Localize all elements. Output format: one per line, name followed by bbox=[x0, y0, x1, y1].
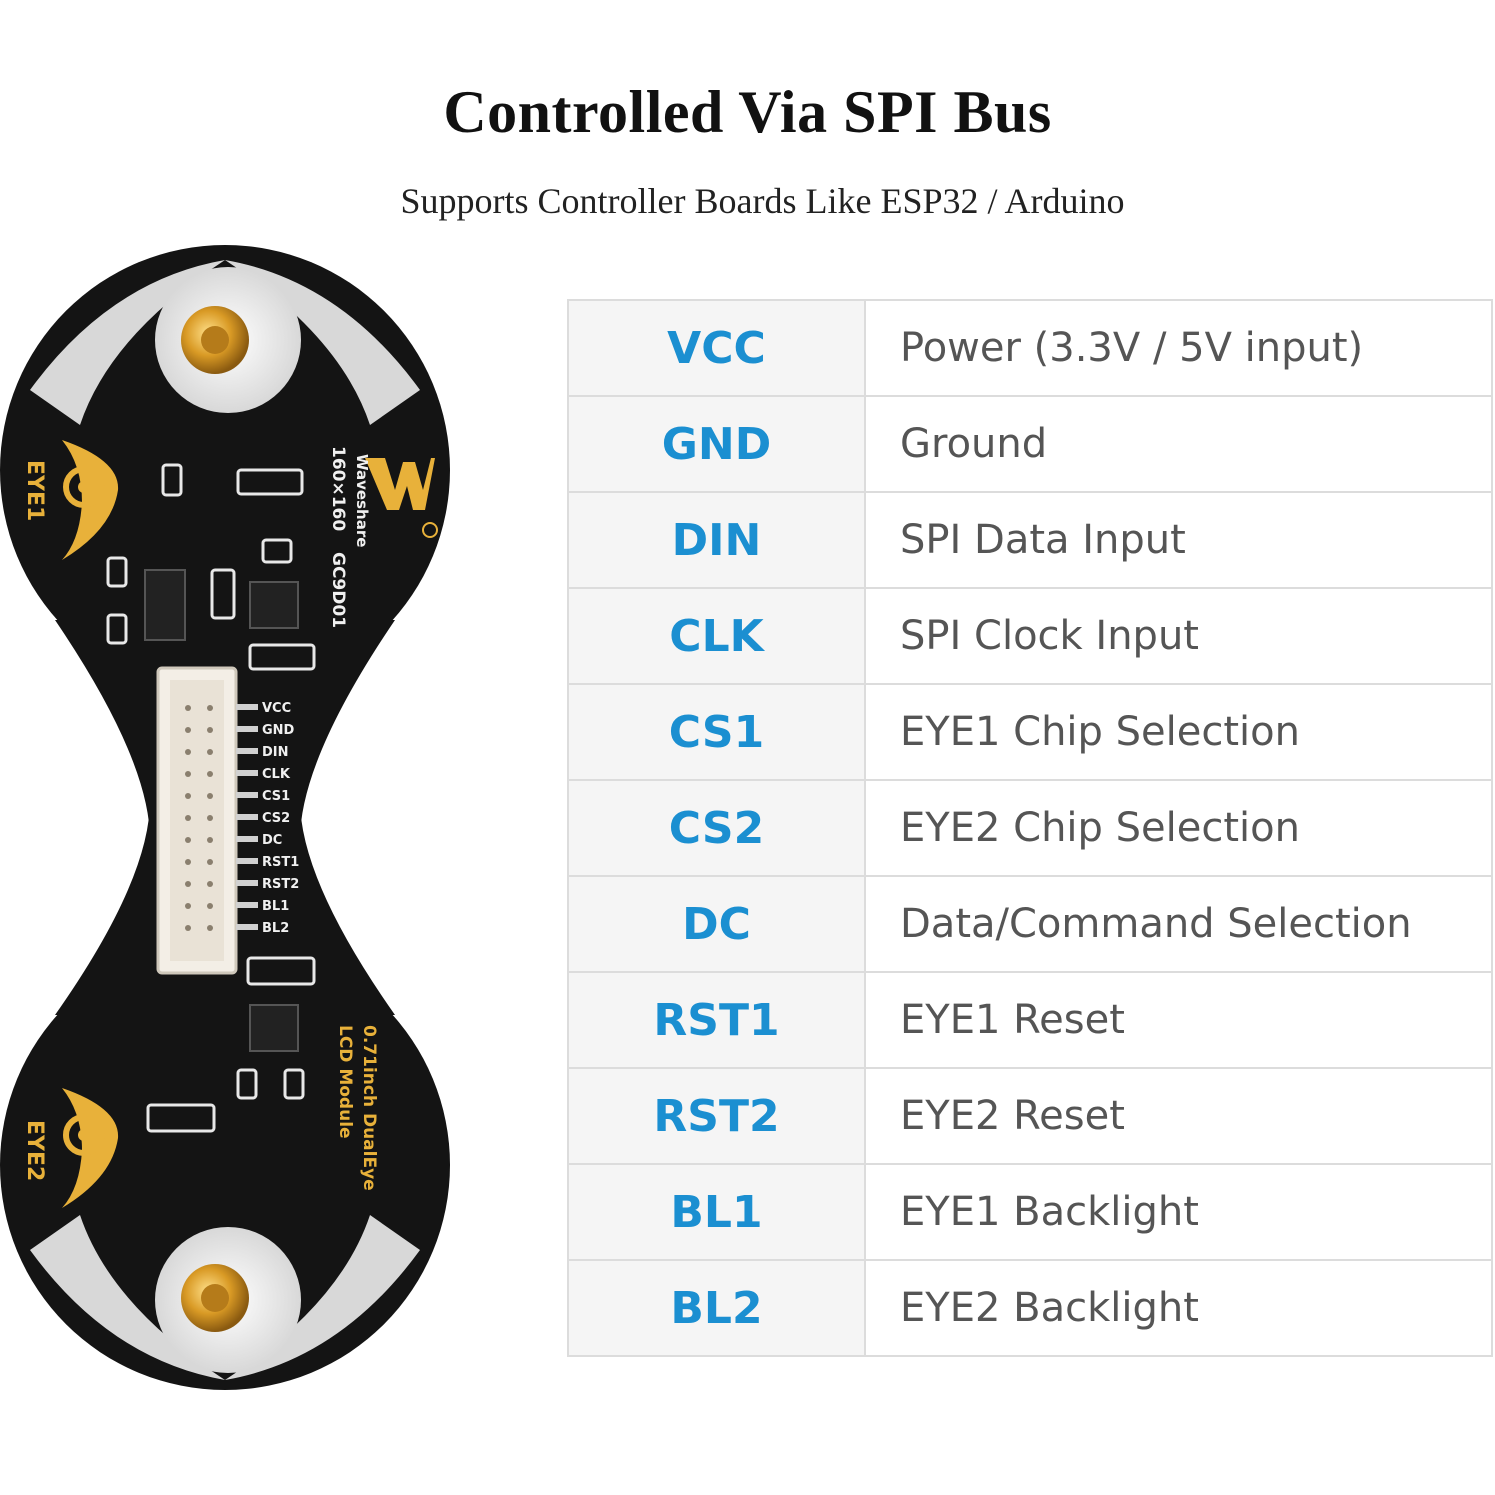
connector-pin-label: GND bbox=[262, 723, 295, 738]
brand-label: Waveshare bbox=[353, 454, 371, 547]
lcd-module-board: EYE1 EYE2 Waveshare 160×160 GC9D01 0.71i… bbox=[0, 240, 460, 1410]
module-line2-label: LCD Module bbox=[335, 1025, 355, 1139]
pin-name: VCC bbox=[567, 299, 866, 397]
table-row: RST2 EYE2 Reset bbox=[567, 1067, 1493, 1165]
pin-description: Ground bbox=[864, 395, 1493, 493]
pin-description: EYE1 Reset bbox=[864, 971, 1493, 1069]
pin-description-table: VCC Power (3.3V / 5V input) GND Ground D… bbox=[567, 299, 1493, 1357]
pin-name: CS1 bbox=[567, 683, 866, 781]
table-row: RST1 EYE1 Reset bbox=[567, 971, 1493, 1069]
eye-top-label: EYE1 bbox=[22, 460, 47, 521]
pin-name: DC bbox=[567, 875, 866, 973]
pin-connector bbox=[156, 666, 238, 975]
connector-pin-label: CLK bbox=[262, 767, 291, 782]
driver-label: GC9D01 bbox=[328, 552, 348, 628]
pin-name: CLK bbox=[567, 587, 866, 685]
pin-description: EYE2 Chip Selection bbox=[864, 779, 1493, 877]
table-row: DIN SPI Data Input bbox=[567, 491, 1493, 589]
page-subtitle: Supports Controller Boards Like ESP32 / … bbox=[400, 181, 1125, 221]
table-row: DC Data/Command Selection bbox=[567, 875, 1493, 973]
pin-name: BL1 bbox=[567, 1163, 866, 1261]
pin-description: EYE1 Backlight bbox=[864, 1163, 1493, 1261]
eye-bottom-label: EYE2 bbox=[22, 1120, 47, 1181]
pin-description: EYE1 Chip Selection bbox=[864, 683, 1493, 781]
table-row: BL2 EYE2 Backlight bbox=[567, 1259, 1493, 1357]
table-row: GND Ground bbox=[567, 395, 1493, 493]
connector-pin-label: BL2 bbox=[262, 921, 289, 936]
table-row: CLK SPI Clock Input bbox=[567, 587, 1493, 685]
table-row: BL1 EYE1 Backlight bbox=[567, 1163, 1493, 1261]
connector-pin-dots bbox=[185, 705, 213, 931]
table-row: CS1 EYE1 Chip Selection bbox=[567, 683, 1493, 781]
smd-components bbox=[106, 463, 316, 1133]
resolution-label: 160×160 bbox=[328, 446, 348, 531]
ic-chip-mid bbox=[249, 581, 299, 629]
connector-pin-labels: VCC GND DIN CLK CS1 CS2 DC RST1 RST2 BL1… bbox=[262, 701, 299, 936]
connector-pin-label: RST2 bbox=[262, 877, 299, 892]
connector-pin-label: VCC bbox=[262, 701, 291, 716]
module-line1-label: 0.71inch DualEye bbox=[359, 1025, 379, 1191]
board-illustration: EYE1 EYE2 Waveshare 160×160 GC9D01 0.71i… bbox=[0, 245, 450, 1390]
pin-name: CS2 bbox=[567, 779, 866, 877]
connector-traces bbox=[236, 704, 258, 930]
page-title: Controlled Via SPI Bus bbox=[443, 79, 1052, 145]
pin-name: RST2 bbox=[567, 1067, 866, 1165]
ic-chip-top bbox=[144, 569, 186, 641]
bottom-mount-hole bbox=[30, 1215, 420, 1380]
pin-description: Data/Command Selection bbox=[864, 875, 1493, 973]
ic-chip-bottom bbox=[249, 1004, 299, 1052]
connector-pin-label: RST1 bbox=[262, 855, 299, 870]
table-row: CS2 EYE2 Chip Selection bbox=[567, 779, 1493, 877]
pin-description: EYE2 Reset bbox=[864, 1067, 1493, 1165]
pin-name: DIN bbox=[567, 491, 866, 589]
pin-name: GND bbox=[567, 395, 866, 493]
connector-pin-label: CS1 bbox=[262, 789, 290, 804]
connector-pin-label: DC bbox=[262, 833, 282, 848]
waveshare-logo-icon bbox=[365, 458, 438, 538]
pin-name: RST1 bbox=[567, 971, 866, 1069]
pin-description: EYE2 Backlight bbox=[864, 1259, 1493, 1357]
pin-description: Power (3.3V / 5V input) bbox=[864, 299, 1493, 397]
top-mount-hole bbox=[30, 260, 420, 425]
pin-description: SPI Data Input bbox=[864, 491, 1493, 589]
pin-name: BL2 bbox=[567, 1259, 866, 1357]
connector-pin-label: BL1 bbox=[262, 899, 289, 914]
connector-pin-label: DIN bbox=[262, 745, 289, 760]
eye1-icon bbox=[62, 440, 119, 560]
pin-description: SPI Clock Input bbox=[864, 587, 1493, 685]
eye2-icon bbox=[62, 1088, 119, 1208]
connector-pin-label: CS2 bbox=[262, 811, 290, 826]
table-row: VCC Power (3.3V / 5V input) bbox=[567, 299, 1493, 397]
